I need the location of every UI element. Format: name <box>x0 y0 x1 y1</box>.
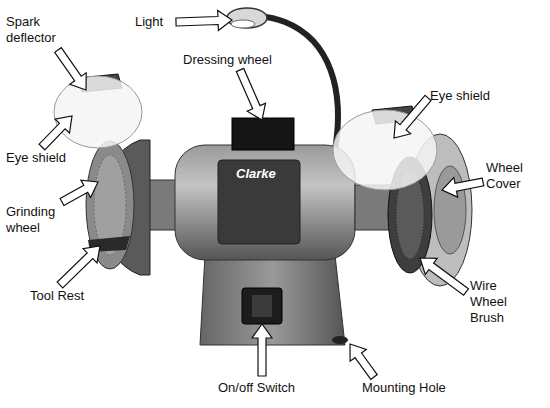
base <box>200 255 345 345</box>
eye-shield-left <box>54 76 142 148</box>
callout-arrow <box>442 178 484 198</box>
callout-arrow <box>420 258 468 295</box>
motor-housing <box>175 145 355 260</box>
label-plate <box>218 160 300 244</box>
callout-arrow <box>252 324 272 376</box>
lamp-head <box>227 8 267 28</box>
part-label: Light <box>135 14 163 30</box>
callout-arrow <box>57 246 100 288</box>
dressing-block <box>232 118 294 150</box>
part-label: Grinding wheel <box>6 204 76 236</box>
part-label: Dressing wheel <box>183 52 272 68</box>
wheel-cover-hub <box>434 166 466 254</box>
part-label: Wire Wheel Brush <box>470 278 520 326</box>
callout-arrow <box>236 68 265 120</box>
part-label: Mounting Hole <box>362 380 446 396</box>
callout-arrow <box>60 180 98 205</box>
part-label: On/off Switch <box>218 380 295 396</box>
callout-arrow <box>39 116 72 150</box>
lamp-lens <box>231 20 255 28</box>
part-label: Tool Rest <box>30 288 84 304</box>
part-label: Eye shield <box>6 150 66 166</box>
brand-name: Clarke <box>233 166 279 181</box>
part-label: Spark deflector <box>6 14 76 46</box>
eye-shield-right <box>333 110 437 190</box>
callout-arrow <box>350 344 377 379</box>
callout-arrows <box>39 11 484 380</box>
mounting-hole <box>332 336 348 344</box>
switch-rocker <box>252 295 272 317</box>
callout-arrow <box>394 95 431 138</box>
switch <box>242 288 282 324</box>
part-label: Eye shield <box>430 88 490 104</box>
callout-arrow <box>176 11 232 31</box>
part-label: Wheel Cover <box>486 160 541 192</box>
callout-arrow <box>55 48 86 90</box>
